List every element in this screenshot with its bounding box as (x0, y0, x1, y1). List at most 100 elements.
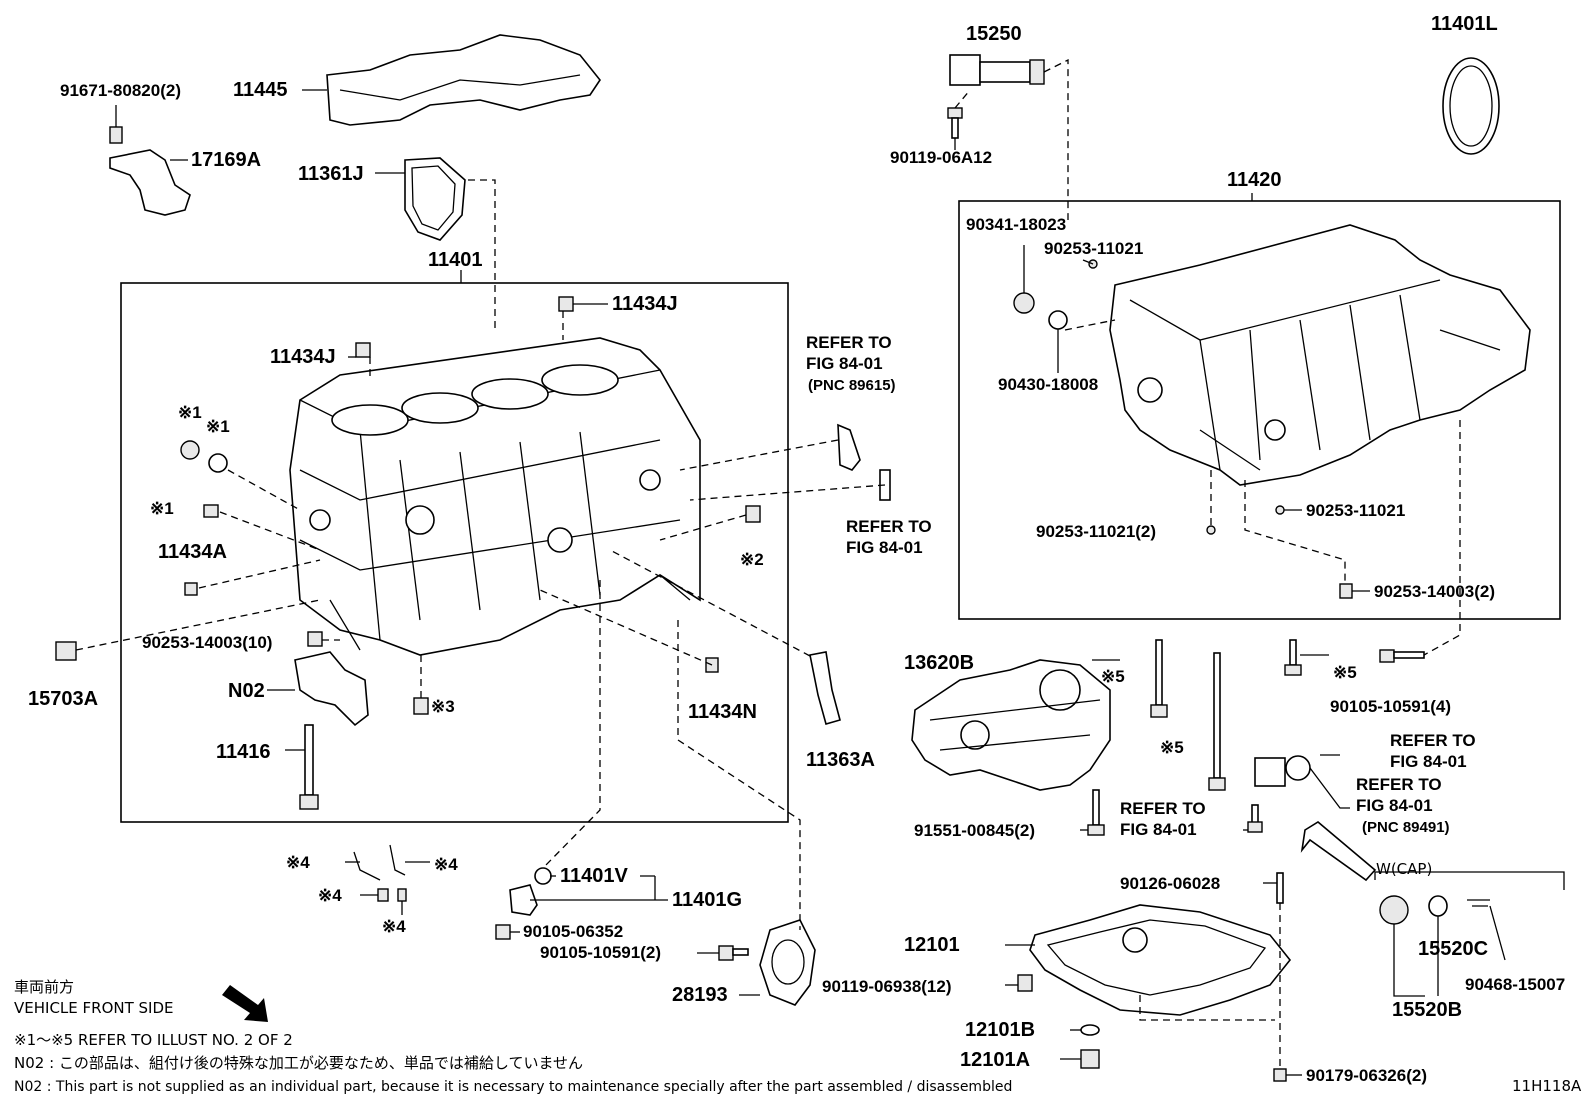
note-refer-range: ※1～※5 REFER TO ILLUST NO. 2 OF 2 (14, 1031, 293, 1049)
note-front-jp: 車両前方 (14, 978, 74, 996)
label-90341-18023: 90341-18023 (966, 215, 1066, 234)
label-90253-11021-b: 90253-11021 (1306, 501, 1405, 520)
bolt-mark5b-shape (1208, 652, 1226, 791)
bolt-mark4d-shape (397, 888, 407, 902)
label-mark4a: ※4 (286, 853, 310, 872)
label-refer1-line3: (PNC 89615) (808, 377, 896, 394)
label-13620B: 13620B (904, 652, 974, 674)
bolt-91551-shape (1087, 789, 1105, 836)
label-90105-06352: 90105-06352 (523, 922, 623, 941)
cylinder-block-box (120, 282, 789, 823)
bolt-90105-10591-2-shape (718, 945, 749, 961)
label-90253-14003-2: 90253-14003(2) (1374, 582, 1495, 601)
label-mark4b: ※4 (434, 855, 458, 874)
label-11361J: 11361J (298, 163, 364, 185)
plug-mark1a (180, 440, 200, 460)
oil-control-valve-15250-shape (949, 54, 1045, 86)
pin-mark4b-shape (389, 844, 406, 876)
label-mark3: ※3 (431, 697, 455, 716)
dowel-mark1c (203, 504, 219, 518)
label-11401L: 11401L (1431, 13, 1498, 35)
label-90468-15007: 90468-15007 (1465, 975, 1565, 994)
label-12101: 12101 (904, 934, 960, 956)
label-11420: 11420 (1227, 169, 1282, 191)
label-91671-80820: 91671-80820(2) (60, 81, 181, 100)
label-refer5-line1: REFER TO (1120, 799, 1206, 818)
footer-notes: 車両前方 VEHICLE FRONT SIDE ※1～※5 REFER TO I… (14, 978, 1582, 1095)
label-11363A: 11363A (806, 749, 875, 771)
gasket-28193-shape (759, 919, 816, 1006)
bolt-mark5a-shape (1150, 639, 1168, 718)
label-mark2: ※2 (740, 550, 764, 569)
plug-11434J-left (355, 342, 371, 358)
vehicle-front-arrow (222, 985, 268, 1022)
nut-90179-shape (1273, 1068, 1287, 1082)
plug-90341-shape (1013, 292, 1035, 314)
part-N02-shape (294, 651, 369, 727)
label-15250: 15250 (966, 23, 1022, 45)
bolt-mark5c-shape (1284, 639, 1302, 676)
bolt-91671-shape (109, 126, 123, 144)
note-n02-jp: N02 : この部品は、組付け後の特殊な加工が必要なため、単品では補給していませ… (14, 1054, 583, 1072)
cylinder-block-illustration (289, 337, 701, 656)
bolt-90105-10591-4-shape (1379, 649, 1425, 663)
label-refer3-line1: REFER TO (1390, 731, 1476, 750)
label-11434N: 11434N (688, 701, 757, 723)
label-15703A: 15703A (28, 688, 98, 710)
pin-90253-11021-2 (1206, 525, 1216, 535)
label-91551-00845: 91551-00845(2) (914, 821, 1035, 840)
label-11434J-top: 11434J (612, 293, 678, 315)
bolt-90119-06A12-shape (947, 107, 963, 139)
direction-arrow (1300, 821, 1377, 882)
part-11361J-shape (404, 157, 466, 241)
label-28193: 28193 (672, 984, 728, 1006)
label-mark4c: ※4 (318, 886, 342, 905)
label-11401V: 11401V (560, 865, 629, 887)
label-90119-06A12: 90119-06A12 (890, 148, 992, 167)
label-refer1-line1: REFER TO (806, 333, 892, 352)
part-17169A-shape (109, 149, 191, 216)
label-mark1c: ※1 (150, 499, 174, 518)
label-12101A: 12101A (960, 1049, 1030, 1071)
label-90126-06028: 90126-06028 (1120, 874, 1220, 893)
diagram-id: 11H118A (1512, 1077, 1582, 1095)
balance-shaft-13620B-illustration (911, 659, 1111, 791)
label-mark1a: ※1 (178, 403, 202, 422)
oil-pan-upper-box (958, 200, 1561, 620)
label-refer2-line1: REFER TO (846, 517, 932, 536)
label-mark1b: ※1 (206, 417, 230, 436)
label-refer4-line1: REFER TO (1356, 775, 1442, 794)
label-mark5a: ※5 (1101, 667, 1125, 686)
pin-mark4a-shape (353, 851, 381, 881)
label-90105-10591-2: 90105-10591(2) (540, 943, 661, 962)
part-labels: 91671-80820(2) 11445 17169A 11361J 11401… (28, 13, 1565, 1085)
label-refer4-line3: (PNC 89491) (1362, 819, 1450, 836)
label-refer3-line2: FIG 84-01 (1390, 752, 1467, 771)
bolt-90119-06938-shape (1017, 974, 1033, 992)
dowel-90253-14003-10 (307, 631, 323, 647)
label-N02: N02 (228, 680, 265, 702)
pin-90253-11021-b (1275, 505, 1285, 515)
label-12101B: 12101B (965, 1019, 1035, 1041)
label-15520B: 15520B (1392, 999, 1462, 1021)
o-ring-11401V-shape (534, 867, 552, 885)
leader-lines (75, 58, 1506, 1076)
wcap-bracket (1374, 871, 1565, 890)
knock-sensor-shape (837, 423, 861, 471)
upper-oil-pan-11420-illustration (1109, 224, 1531, 486)
dowel-mark2 (745, 505, 761, 523)
washer-mark1b (208, 453, 228, 473)
label-90179-06326: 90179-06326(2) (1306, 1066, 1427, 1085)
dowel-90253-14003-2 (1339, 583, 1353, 599)
label-mark5c: ※5 (1160, 738, 1184, 757)
bolt-mark4c-shape (377, 888, 389, 902)
label-refer4-line2: FIG 84-01 (1356, 796, 1433, 815)
pin-90468-shape (1467, 899, 1490, 907)
gasket-90430-shape (1048, 310, 1068, 330)
gasket-12101B-shape (1080, 1024, 1100, 1036)
part-11363A-shape (809, 651, 841, 725)
label-90253-11021-a: 90253-11021 (1044, 239, 1143, 258)
plug-11434A (184, 582, 198, 596)
label-refer5-line2: FIG 84-01 (1120, 820, 1197, 839)
label-90119-06938: 90119-06938(12) (822, 977, 952, 996)
